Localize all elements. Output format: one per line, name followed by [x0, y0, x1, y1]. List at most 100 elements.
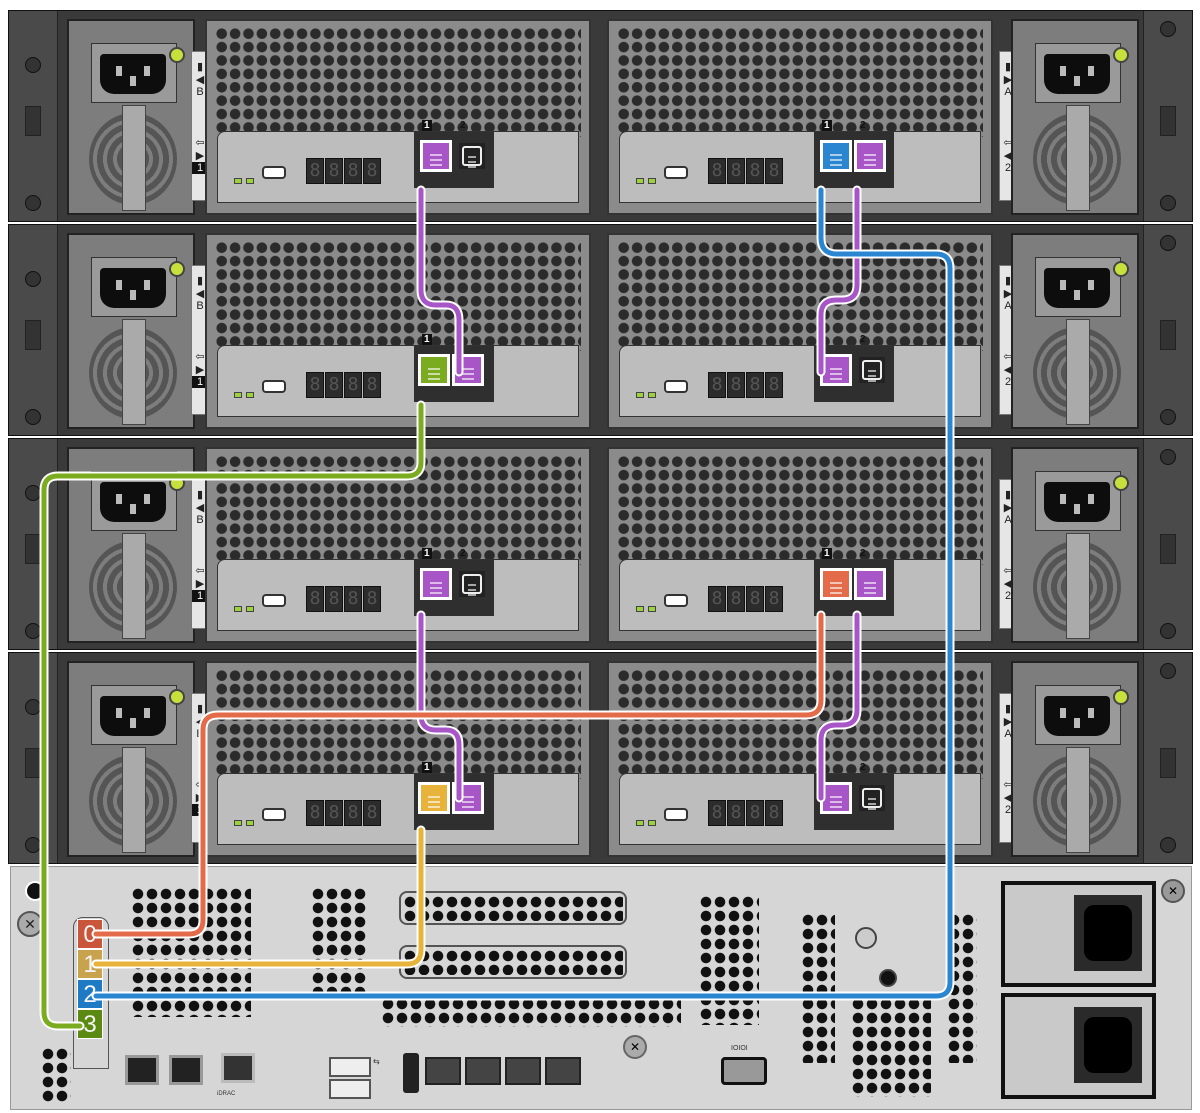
psu-left [67, 447, 195, 643]
sas-port-1-cabled[interactable] [420, 140, 452, 172]
idrac-port[interactable] [221, 1053, 255, 1083]
seven-segment-digit: 8 [765, 158, 783, 184]
psu-handle[interactable] [1066, 533, 1090, 639]
io-module-left: 8 8 8 8 1 2 [205, 447, 591, 643]
io-module-left: 8 8 8 8 1 [205, 661, 591, 857]
thumbscrew-icon[interactable]: ✕ [17, 911, 43, 937]
io-module-left: 8 8 8 8 1 2 [205, 19, 591, 215]
hba-port-0[interactable]: 0 [77, 919, 103, 949]
vga-port[interactable] [721, 1057, 767, 1085]
vent-grille [947, 913, 977, 1063]
seven-segment-digit: 8 [325, 158, 343, 184]
rack-ear-right [1143, 11, 1192, 221]
seven-segment-digit: 8 [325, 586, 343, 612]
power-socket-icon [100, 482, 166, 522]
hba-port-3[interactable]: 3 [77, 1009, 103, 1039]
seven-segment-digit: 8 [746, 586, 764, 612]
usb-service-port[interactable] [262, 808, 286, 821]
sas-port-1-cabled[interactable] [820, 354, 852, 386]
sas-port-1-cabled[interactable] [820, 782, 852, 814]
port-label-2: 2 [460, 548, 466, 559]
psu-handle[interactable] [122, 747, 146, 853]
id-button[interactable] [879, 969, 897, 987]
seven-segment-digit: 8 [746, 158, 764, 184]
seven-segment-digit: 8 [727, 372, 745, 398]
usb-port-2[interactable] [329, 1079, 371, 1099]
sas-port-1-cabled[interactable] [418, 354, 450, 386]
psu-right [1011, 19, 1139, 215]
psu-handle[interactable] [122, 319, 146, 425]
sas-port-group: 1 2 [814, 120, 894, 188]
usb-port-1[interactable] [329, 1057, 371, 1077]
ethernet-port-2[interactable] [169, 1055, 203, 1085]
sfp-port-4[interactable] [545, 1057, 581, 1085]
hba-port-2[interactable]: 2 [77, 979, 103, 1009]
power-socket-icon [1044, 696, 1110, 736]
sas-port-2-cabled[interactable] [452, 354, 484, 386]
psu-left [67, 661, 195, 857]
enclosure-2: ▮◀B⇦▶1 8 8 8 8 1 8 [8, 224, 1193, 436]
io-module-left: 8 8 8 8 1 [205, 233, 591, 429]
sas-port-2-cabled[interactable] [854, 568, 886, 600]
sas-port-2-cabled[interactable] [452, 782, 484, 814]
pcie-slot-1 [399, 891, 627, 925]
psu-handle[interactable] [1066, 105, 1090, 211]
vent-grille [215, 27, 581, 137]
seven-segment-digit: 8 [746, 372, 764, 398]
port-label-2: 2 [460, 120, 466, 131]
sas-port-2-empty[interactable] [856, 782, 888, 814]
usb-service-port[interactable] [262, 166, 286, 179]
usb-service-port[interactable] [664, 380, 688, 393]
sas-port-2-empty[interactable] [456, 140, 488, 172]
port-label-1: 1 [422, 762, 432, 773]
power-button[interactable] [25, 881, 45, 901]
psu-handle[interactable] [1066, 747, 1090, 853]
port-label-1: 1 [822, 120, 832, 131]
power-socket-icon [1044, 268, 1110, 308]
sas-port-group: 1 [414, 762, 494, 830]
sas-port-group: 2 [814, 334, 894, 402]
sas-port-2-cabled[interactable] [854, 140, 886, 172]
hba-port-1[interactable]: 1 [77, 949, 103, 979]
ethernet-port-1[interactable] [125, 1055, 159, 1085]
port-label-2: 2 [860, 762, 866, 773]
sas-port-1-cabled[interactable] [820, 140, 852, 172]
port-label-1: 1 [422, 548, 432, 559]
power-socket-icon [1044, 482, 1110, 522]
enclosure-3: ▮◀B⇦▶1 8 8 8 8 1 2 [8, 438, 1193, 650]
usb-service-port[interactable] [664, 808, 688, 821]
seven-segment-digit: 8 [727, 158, 745, 184]
sas-port-2-empty[interactable] [856, 354, 888, 386]
sas-port-1-cabled[interactable] [420, 568, 452, 600]
power-socket-icon [1074, 895, 1142, 971]
idrac-label: iDRAC [217, 1091, 236, 1097]
usb-service-port[interactable] [262, 380, 286, 393]
sfp-port-1[interactable] [425, 1057, 461, 1085]
usb-service-port[interactable] [262, 594, 286, 607]
power-socket-icon [100, 54, 166, 94]
ocp-latch[interactable] [403, 1053, 419, 1093]
thumbscrew-icon[interactable]: ✕ [623, 1035, 647, 1059]
psu-handle[interactable] [122, 533, 146, 639]
seven-segment-digit: 8 [708, 586, 726, 612]
vent-grille [381, 997, 681, 1027]
psu-right [1011, 233, 1139, 429]
sas-port-1-cabled[interactable] [820, 568, 852, 600]
seven-segment-digit: 8 [344, 372, 362, 398]
sas-port-2-empty[interactable] [456, 568, 488, 600]
psu-handle[interactable] [1066, 319, 1090, 425]
usb-service-port[interactable] [664, 594, 688, 607]
vent-grille [801, 913, 835, 1063]
sfp-port-2[interactable] [465, 1057, 501, 1085]
seven-segment-digit: 8 [363, 158, 381, 184]
thumbscrew-icon[interactable]: ✕ [1161, 879, 1185, 903]
seven-segment-digit: 8 [325, 800, 343, 826]
psu-label-strip-left: ▮◀B⇦▶1 [191, 51, 209, 201]
sfp-port-3[interactable] [505, 1057, 541, 1085]
psu-handle[interactable] [122, 105, 146, 211]
usb-service-port[interactable] [664, 166, 688, 179]
sas-port-1-cabled[interactable] [418, 782, 450, 814]
ground-icon [1160, 449, 1176, 465]
psu-left [67, 233, 195, 429]
vent-grille [851, 997, 931, 1097]
